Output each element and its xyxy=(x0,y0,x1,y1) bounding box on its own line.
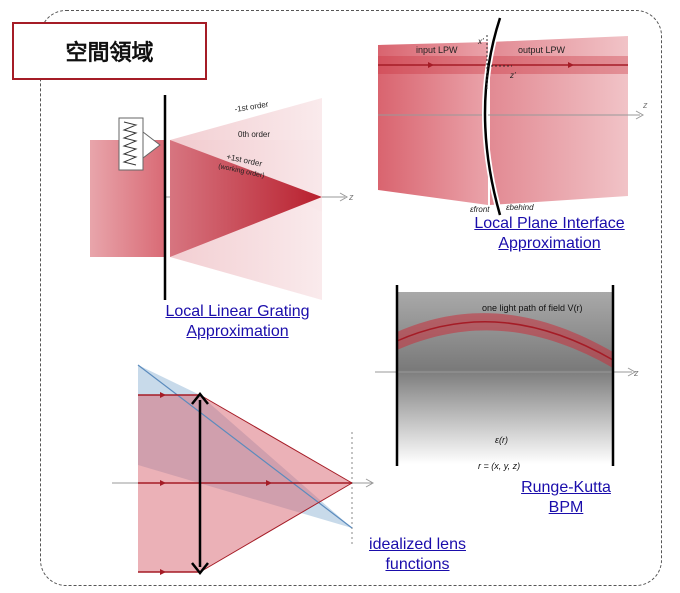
lens-arrow-4 xyxy=(266,480,272,486)
rk-r-label: r = (x, y, z) xyxy=(478,461,520,471)
lens-top-arrowhead xyxy=(191,391,209,405)
interface-input-label: input LPW xyxy=(416,45,458,55)
grating-profile-icon xyxy=(122,121,138,166)
interface-eps-front-label: εfront xyxy=(470,205,490,214)
interface-output-beam xyxy=(490,36,628,205)
grating-zoom-pointer xyxy=(142,130,161,160)
caption-interface-line2: Approximation xyxy=(498,235,601,252)
lens-axis-arrow xyxy=(365,478,375,488)
lens-blue-ray xyxy=(137,364,353,529)
interface-surface xyxy=(483,17,502,216)
interface-axis-label: z xyxy=(642,100,648,110)
interface-x-prime-label: x' xyxy=(477,37,484,46)
rk-diagram: z one light path of field V(r) ε(r) r = … xyxy=(375,285,639,471)
page-title: 空間領域 xyxy=(12,22,207,80)
interface-output-label: output LPW xyxy=(518,45,566,55)
label-minus1-order: -1st order xyxy=(234,100,270,114)
grating-diagram: z -1st order 0th order +1st order (worki… xyxy=(90,95,354,300)
caption-local-plane-interface[interactable]: Local Plane Interface Approximation xyxy=(462,214,637,254)
interface-input-beam xyxy=(378,42,488,205)
grating-zoom-inset xyxy=(118,117,144,171)
grating-axis-label: z xyxy=(348,192,354,202)
caption-grating-line2: Approximation xyxy=(186,323,289,340)
interface-diagram: z x' z' input LPW output LPW εfront εbeh… xyxy=(378,17,648,216)
caption-rk-line2: BPM xyxy=(548,499,584,516)
lens-red-ray-bottom-converging xyxy=(199,482,353,573)
rk-light-path xyxy=(396,321,614,361)
lens-diagram xyxy=(112,364,375,576)
caption-lens-line2: functions xyxy=(385,556,450,573)
interface-eps-behind-label: εbehind xyxy=(506,203,534,212)
caption-grating-line1: Local Linear Grating xyxy=(165,303,310,320)
grating-axis-arrow xyxy=(339,192,349,202)
caption-runge-kutta-bpm[interactable]: Runge-Kutta BPM xyxy=(506,478,626,518)
lens-arrow-1 xyxy=(160,392,166,398)
lens-red-ray-top-converging xyxy=(199,394,353,484)
rk-axis-arrow xyxy=(627,367,637,377)
rk-axis-label: z xyxy=(633,368,639,378)
rk-eps-label: ε(r) xyxy=(495,435,508,445)
caption-idealized-lens[interactable]: idealized lens functions xyxy=(360,535,475,575)
rk-path-label: one light path of field V(r) xyxy=(482,303,583,313)
content-frame xyxy=(40,10,662,586)
interface-ray-arrow-1 xyxy=(428,62,434,68)
rk-light-path-band xyxy=(397,313,613,368)
lens-bottom-arrowhead xyxy=(191,562,209,576)
lens-arrow-2 xyxy=(160,480,166,486)
interface-z-prime-label: z' xyxy=(509,71,516,80)
label-zero-order: 0th order xyxy=(238,130,270,139)
caption-lens-line1: idealized lens xyxy=(369,536,466,553)
interface-ray-arrow-2 xyxy=(568,62,574,68)
lens-arrow-3 xyxy=(160,569,166,575)
interface-axis-arrow xyxy=(635,110,645,120)
caption-rk-line1: Runge-Kutta xyxy=(521,479,611,496)
grating-plus1-order-cone xyxy=(170,140,322,257)
caption-interface-line1: Local Plane Interface xyxy=(474,215,625,232)
caption-local-linear-grating[interactable]: Local Linear Grating Approximation xyxy=(150,302,325,342)
